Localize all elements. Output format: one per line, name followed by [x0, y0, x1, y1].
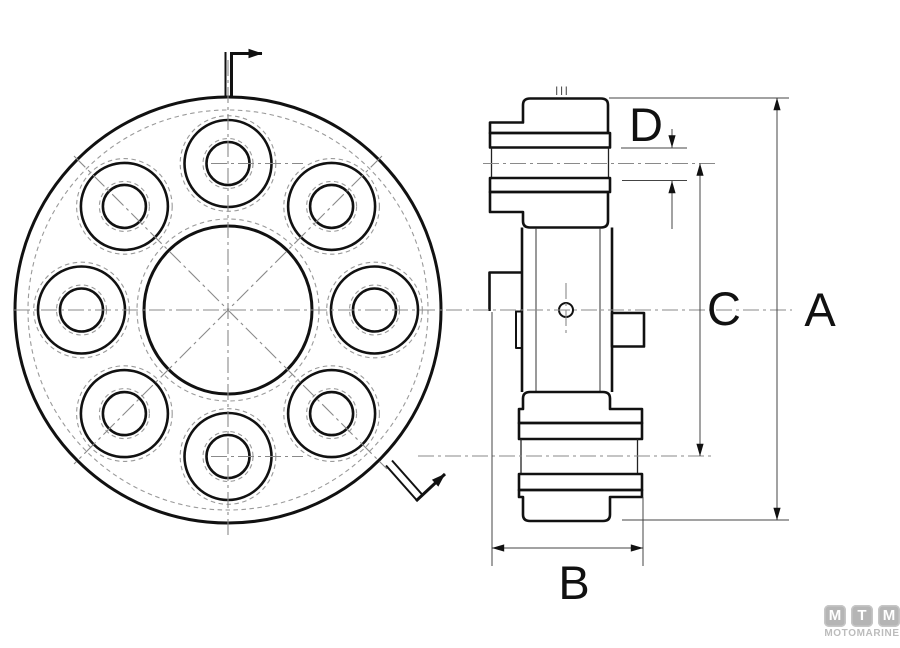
upper-flange-rubber-top [488, 97, 610, 135]
upper-flange-plate-top [488, 131, 612, 149]
upper-flange-rubber-bottom [488, 190, 610, 229]
dimension-d: D [629, 98, 676, 229]
dim-label-d: D [629, 98, 663, 151]
centerline-diagonal-ne-sw [73, 155, 383, 465]
dim-label-a: A [804, 283, 836, 336]
hub-left-tab [488, 271, 522, 311]
brand-logo: M T M MOTOMARINE [818, 605, 900, 639]
hub-left-washer [515, 310, 523, 349]
upper-flange-plate-bottom [488, 176, 612, 194]
lower-flange-rubber-bottom [517, 488, 644, 523]
section-arrow-bottom [385, 459, 447, 503]
front-view [13, 48, 447, 525]
dim-label-b: B [558, 556, 589, 609]
hub-right-tab [610, 311, 646, 348]
section-arrow-top [224, 48, 263, 96]
lower-flange-plate-top [517, 421, 644, 441]
lower-flange-rubber-top [517, 390, 644, 425]
center-lines [14, 60, 792, 538]
dimension-c: C [696, 163, 741, 457]
logo-wordmark: MOTOMARINE [824, 628, 900, 639]
logo-badge-m1: M [824, 605, 846, 627]
dim-label-c: C [707, 282, 741, 335]
logo-badges: M T M [818, 605, 900, 627]
dimension-b: B [491, 544, 644, 609]
section-tick-marks: III [555, 84, 570, 98]
logo-badge-m2: M [878, 605, 900, 627]
lower-flange-plate-bottom [517, 472, 644, 492]
centerline-diagonal-nw-se [73, 155, 388, 470]
dimensions: A C D B [491, 97, 836, 609]
dimension-a: A [773, 97, 836, 521]
logo-badge-t: T [851, 605, 873, 627]
